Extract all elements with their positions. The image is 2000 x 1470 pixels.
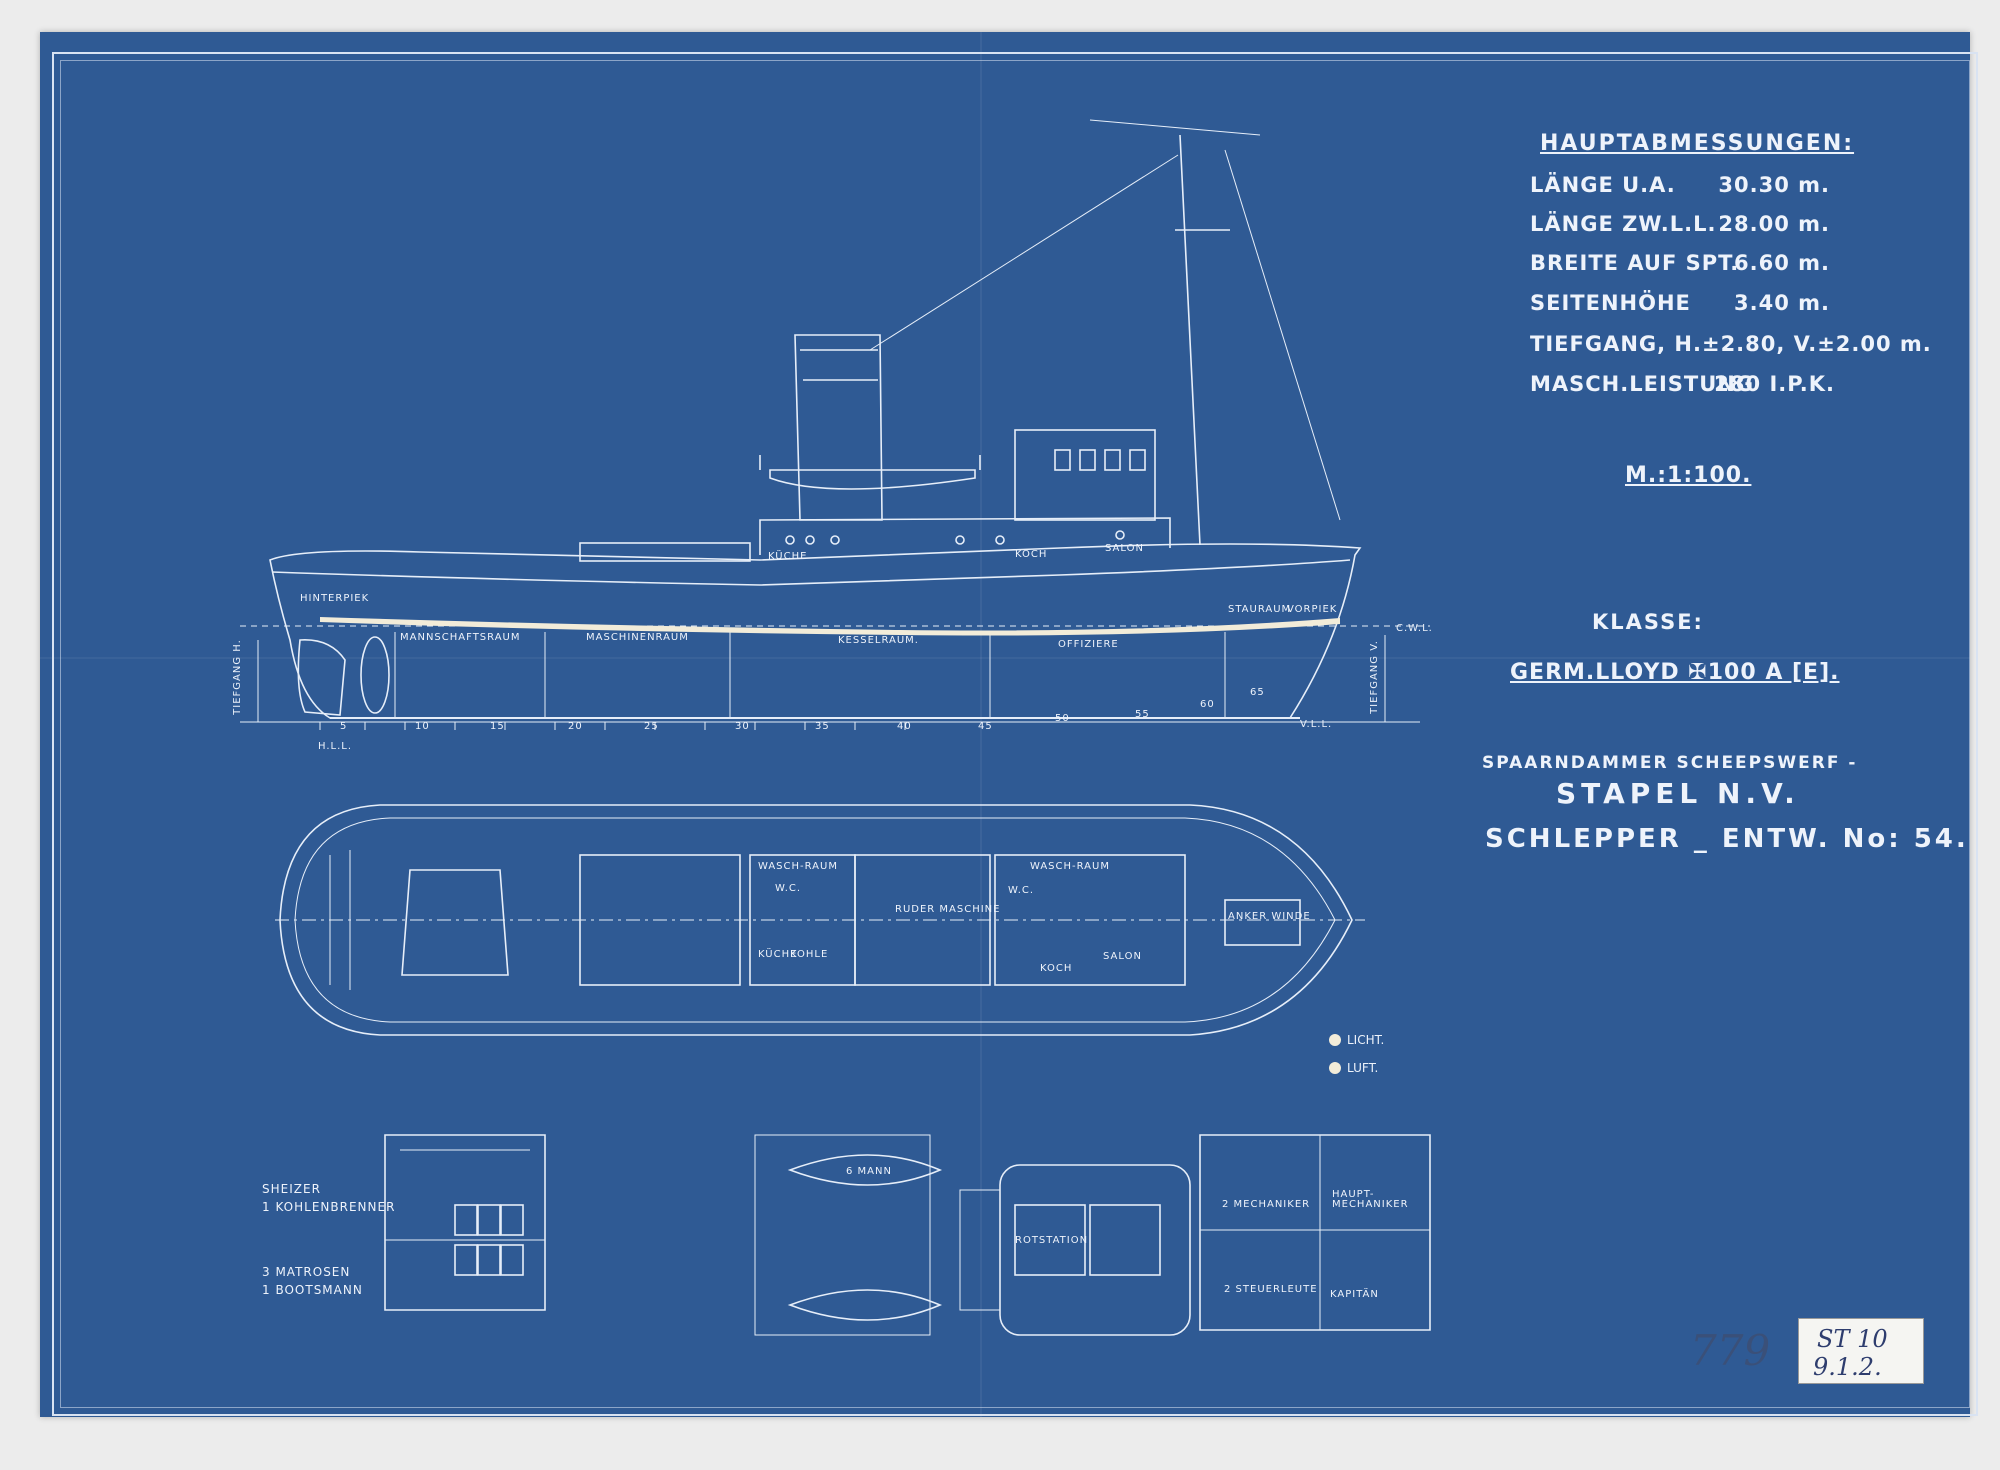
mast bbox=[1175, 134, 1230, 546]
label-hauptmechaniker: HAUPT- MECHANIKER bbox=[1332, 1189, 1409, 1210]
plan-label-waschraum: WASCH-RAUM bbox=[758, 861, 838, 872]
deckhouse bbox=[759, 517, 1171, 555]
frame-number: 25 bbox=[644, 721, 659, 732]
plan-label-rudermaschine: RUDER MASCHINE bbox=[895, 904, 1001, 915]
plan-label-wc-fwd: W.C. bbox=[1008, 885, 1035, 896]
label-salon: SALON bbox=[1105, 543, 1144, 554]
plan-label-koch: KOCH bbox=[1040, 963, 1073, 974]
dimension-row: LÄNGE ZW.L.L.28.00 m. bbox=[1530, 212, 1830, 236]
label-tiefgang-aft: TIEFGANG H. bbox=[231, 639, 243, 715]
officers-quarters-plan bbox=[1199, 1134, 1431, 1331]
portholes bbox=[785, 530, 1125, 545]
plan-label-kohle: KOHLE bbox=[790, 949, 829, 960]
dimension-row: LÄNGE U.A.30.30 m. bbox=[1530, 173, 1830, 197]
frame-number: 35 bbox=[815, 721, 830, 732]
frame-number: 55 bbox=[1135, 709, 1150, 720]
label-2-steuerleute: 2 STEUERLEUTE bbox=[1224, 1284, 1318, 1295]
plan-hull bbox=[279, 804, 1353, 1036]
label-kueche: KÜCHE bbox=[768, 551, 808, 562]
label-hll: H.L.L. bbox=[318, 741, 353, 752]
vessel-type: SCHLEPPER _ ENTW. No: 54. bbox=[1485, 824, 1969, 854]
frame-number: 50 bbox=[1055, 713, 1070, 724]
frame-number: 10 bbox=[415, 721, 430, 732]
wheelhouse bbox=[1014, 429, 1156, 521]
funnel bbox=[794, 334, 883, 521]
lifeboat-capacity: 6 MANN bbox=[846, 1166, 892, 1177]
yard-name: SPAARNDAMMER SCHEEPSWERF - bbox=[1482, 753, 1858, 773]
archive-label: ST 10 9.1.2. bbox=[1798, 1318, 1924, 1384]
lifeboat bbox=[769, 469, 976, 490]
label-2-mechaniker: 2 MECHANIKER bbox=[1222, 1199, 1311, 1210]
legend-licht: LICHT. bbox=[1347, 1033, 1385, 1047]
lifeboat-top-port bbox=[787, 1154, 943, 1186]
klasse-value: GERM.LLOYD ✠100 A [E]. bbox=[1510, 660, 1840, 685]
engine-casing bbox=[579, 854, 741, 986]
legend-licht-dot bbox=[1329, 1034, 1341, 1046]
hull-outline bbox=[269, 543, 1362, 719]
fold-line-horizontal bbox=[40, 657, 1970, 659]
crew-quarters-plan bbox=[384, 1134, 546, 1311]
plan-label-salon: SALON bbox=[1103, 951, 1142, 962]
boot-topping bbox=[320, 617, 1340, 636]
plan-bulwark bbox=[294, 817, 1336, 1023]
label-koch: KOCH bbox=[1015, 549, 1048, 560]
boat-deck-plan bbox=[754, 1134, 1191, 1336]
label-offiziere: OFFIZIERE bbox=[1058, 639, 1119, 650]
frame-number: 60 bbox=[1200, 699, 1215, 710]
blueprint-sheet bbox=[40, 32, 1970, 1417]
label-stauraum: STAURAUM bbox=[1228, 604, 1292, 615]
frame-number: 5 bbox=[340, 721, 348, 732]
fold-line-vertical bbox=[980, 32, 982, 1417]
plan-label-ankerwinde: ANKER WINDE bbox=[1228, 911, 1311, 922]
label-hinterpiek: HINTERPIEK bbox=[300, 593, 370, 604]
forward-cabins bbox=[994, 854, 1186, 986]
legend-luft: LUFT. bbox=[1347, 1061, 1379, 1075]
dimensions-title: HAUPTABMESSUNGEN: bbox=[1540, 131, 1855, 156]
aft-hatch bbox=[401, 869, 509, 976]
forestay bbox=[869, 154, 1179, 351]
label-vll: V.L.L. bbox=[1300, 719, 1333, 730]
anchor-windlass bbox=[1224, 899, 1301, 946]
dimension-row: TIEFGANG, H.±2.80, V.±2.00 m. bbox=[1530, 332, 1932, 356]
lifeboat-top-starboard bbox=[787, 1289, 943, 1321]
yard-company: STAPEL N.V. bbox=[1556, 777, 1800, 810]
aft-skylight bbox=[579, 542, 751, 562]
frame-scale bbox=[319, 722, 906, 730]
backstay bbox=[1224, 149, 1341, 521]
frame-number: 20 bbox=[568, 721, 583, 732]
propeller bbox=[360, 636, 390, 714]
klasse-label: KLASSE: bbox=[1592, 610, 1704, 634]
label-cwl: C.W.L. bbox=[1396, 623, 1433, 634]
plan-label-wc: W.C. bbox=[775, 883, 802, 894]
rudder bbox=[297, 639, 346, 716]
label-maschinenraum: MASCHINENRAUM bbox=[586, 632, 689, 643]
label-vorpiek: VORPIEK bbox=[1287, 604, 1338, 615]
sheer-line bbox=[271, 559, 1351, 586]
pencil-number: 779 bbox=[1690, 1326, 1771, 1375]
plan-label-kueche: KÜCHE bbox=[758, 949, 798, 960]
label-rotstation: ROTSTATION bbox=[1015, 1235, 1089, 1246]
label-kapitan: KAPITÄN bbox=[1330, 1289, 1379, 1300]
label-kesselraum: KESSELRAUM. bbox=[838, 635, 919, 646]
frame-number: 65 bbox=[1250, 687, 1265, 698]
deck-plan bbox=[275, 804, 1365, 1036]
label-mannschaftsraum: MANNSCHAFTSRAUM bbox=[400, 632, 521, 643]
dimension-row: BREITE AUF SPT.6.60 m. bbox=[1530, 251, 1830, 275]
frame-number: 40 bbox=[897, 721, 912, 732]
label-tiefgang-fwd: TIEFGANG V. bbox=[1368, 640, 1380, 714]
frame-number: 45 bbox=[978, 721, 993, 732]
scale-label: M.:1:100. bbox=[1625, 463, 1752, 488]
plan-label-waschraum-fwd: WASCH-RAUM bbox=[1030, 861, 1110, 872]
bridge-deck bbox=[999, 1164, 1191, 1336]
frame-number: 15 bbox=[490, 721, 505, 732]
antenna bbox=[1089, 119, 1261, 136]
steering-gear-room bbox=[854, 854, 991, 986]
legend-luft-dot bbox=[1329, 1062, 1341, 1074]
frame-number: 30 bbox=[735, 721, 750, 732]
